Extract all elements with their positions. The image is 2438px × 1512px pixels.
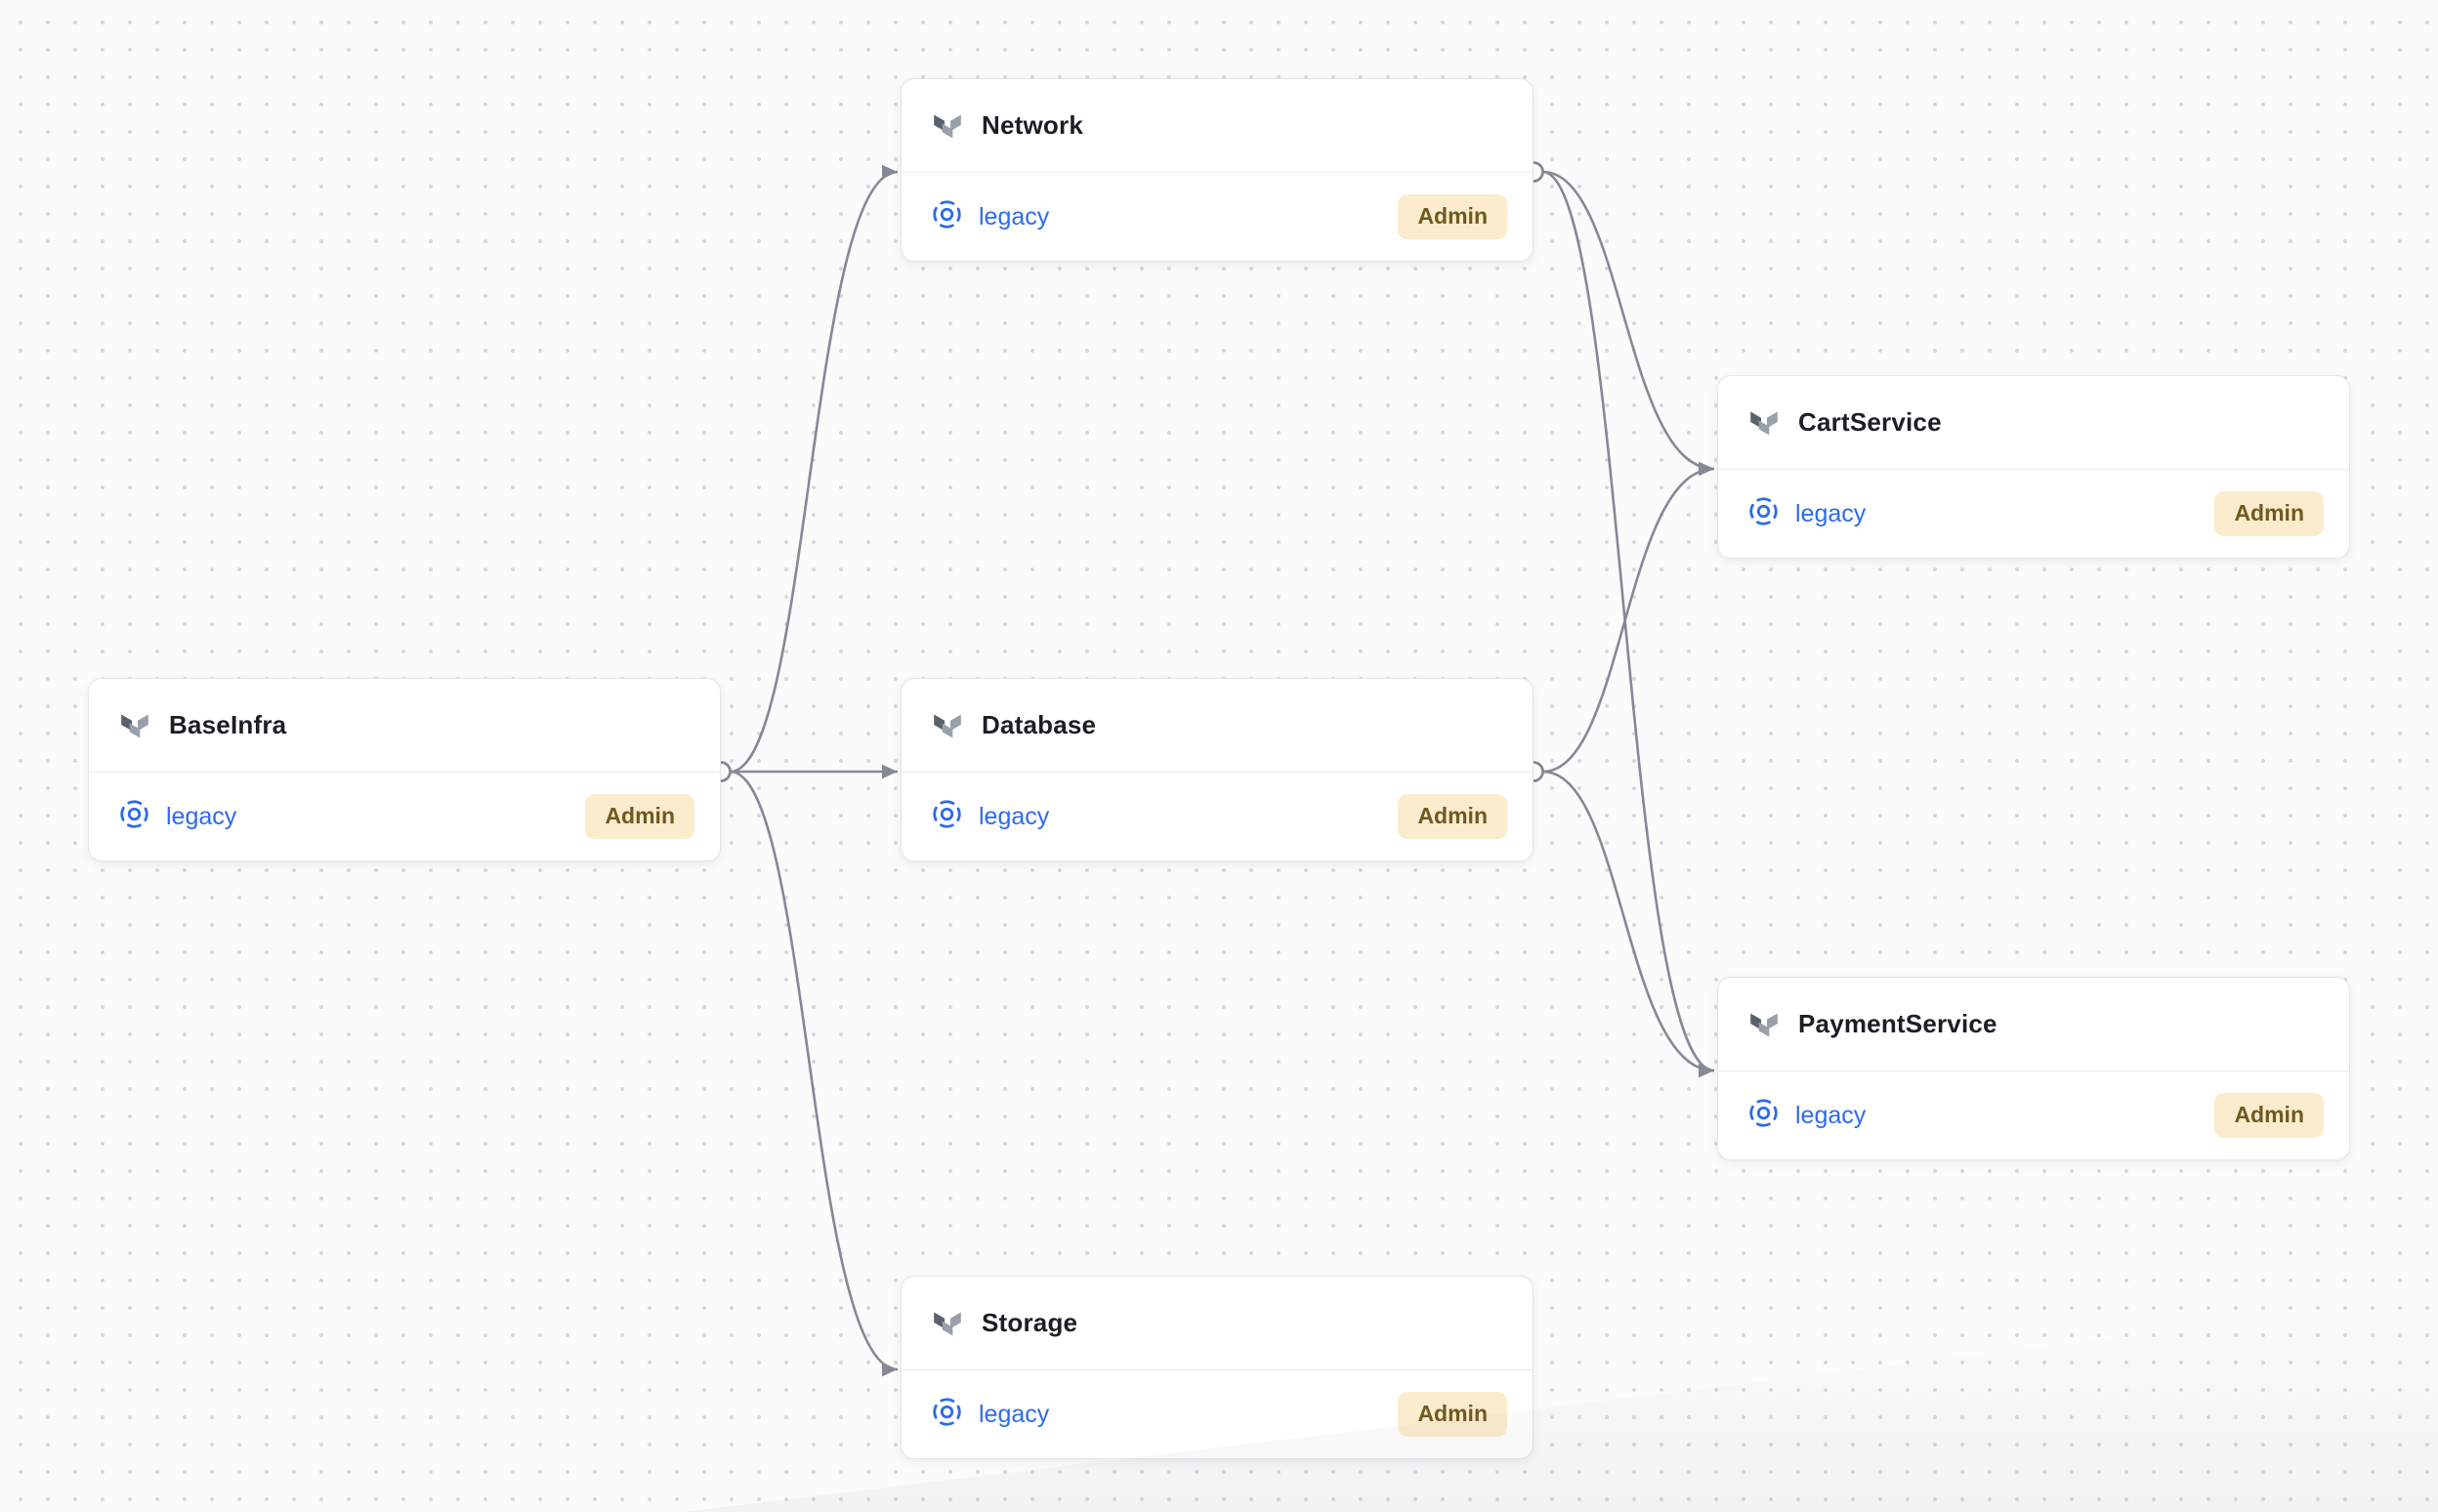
workspace-label: legacy	[166, 802, 237, 830]
admin-badge: Admin	[1398, 1392, 1507, 1437]
edge-network-to-cartservice	[1542, 170, 1715, 477]
node-title: PaymentService	[1798, 1009, 1997, 1038]
workspace-link[interactable]: legacy	[931, 198, 1049, 235]
workspace-label: legacy	[979, 1400, 1050, 1428]
node-body: legacy Admin	[902, 1370, 1533, 1458]
workspace-node-paymentservice[interactable]: PaymentService legacy Admin	[1717, 977, 2350, 1160]
workspace-node-cartservice[interactable]: CartService legacy Admin	[1717, 375, 2350, 559]
node-title: Database	[982, 710, 1097, 739]
node-body: legacy Admin	[1718, 1071, 2349, 1159]
admin-badge: Admin	[1398, 194, 1507, 239]
node-header: BaseInfra	[89, 679, 720, 773]
node-title: Network	[982, 110, 1083, 140]
workspace-label: legacy	[1795, 1101, 1867, 1129]
terraform-icon	[931, 109, 964, 143]
node-header: Storage	[902, 1277, 1533, 1370]
environment-scan-icon	[118, 798, 150, 835]
workspace-node-database[interactable]: Database legacy Admin	[901, 678, 1534, 861]
terraform-icon	[118, 709, 151, 742]
node-header: CartService	[1718, 376, 2349, 470]
environment-scan-icon	[931, 798, 963, 835]
admin-badge: Admin	[585, 794, 694, 839]
edge-baseinfra-to-storage	[730, 770, 899, 1377]
workspace-link[interactable]: legacy	[118, 798, 236, 835]
environment-scan-icon	[931, 1396, 963, 1433]
edge-database-to-cartservice	[1542, 461, 1715, 774]
workspace-node-storage[interactable]: Storage legacy Admin	[901, 1276, 1534, 1459]
node-header: PaymentService	[1718, 978, 2349, 1071]
terraform-icon	[1747, 406, 1781, 440]
environment-scan-icon	[1747, 1097, 1780, 1134]
workspace-label: legacy	[979, 802, 1050, 830]
workspace-link[interactable]: legacy	[1747, 1097, 1866, 1134]
environment-scan-icon	[931, 198, 963, 235]
workspace-label: legacy	[1795, 499, 1867, 527]
workspace-link[interactable]: legacy	[931, 1396, 1049, 1433]
terraform-icon	[1747, 1008, 1781, 1041]
node-title: CartService	[1798, 407, 1942, 437]
node-header: Database	[902, 679, 1533, 773]
workspace-link[interactable]: legacy	[1747, 495, 1866, 532]
node-title: Storage	[982, 1308, 1078, 1337]
admin-badge: Admin	[2214, 1093, 2324, 1138]
workspace-node-baseinfra[interactable]: BaseInfra legacy Admin	[88, 678, 721, 861]
node-title: BaseInfra	[169, 710, 287, 739]
admin-badge: Admin	[2214, 491, 2324, 536]
workspace-link[interactable]: legacy	[931, 798, 1049, 835]
workspace-label: legacy	[979, 202, 1050, 231]
workspace-node-network[interactable]: Network legacy Admin	[901, 78, 1534, 262]
terraform-icon	[931, 1307, 964, 1340]
node-body: legacy Admin	[89, 773, 720, 861]
node-header: Network	[902, 79, 1533, 173]
node-body: legacy Admin	[1718, 470, 2349, 558]
node-body: legacy Admin	[902, 173, 1533, 261]
edge-baseinfra-to-network	[730, 164, 899, 774]
edge-database-to-paymentservice	[1542, 770, 1715, 1078]
admin-badge: Admin	[1398, 794, 1507, 839]
terraform-icon	[931, 709, 964, 742]
node-body: legacy Admin	[902, 773, 1533, 861]
environment-scan-icon	[1747, 495, 1780, 532]
